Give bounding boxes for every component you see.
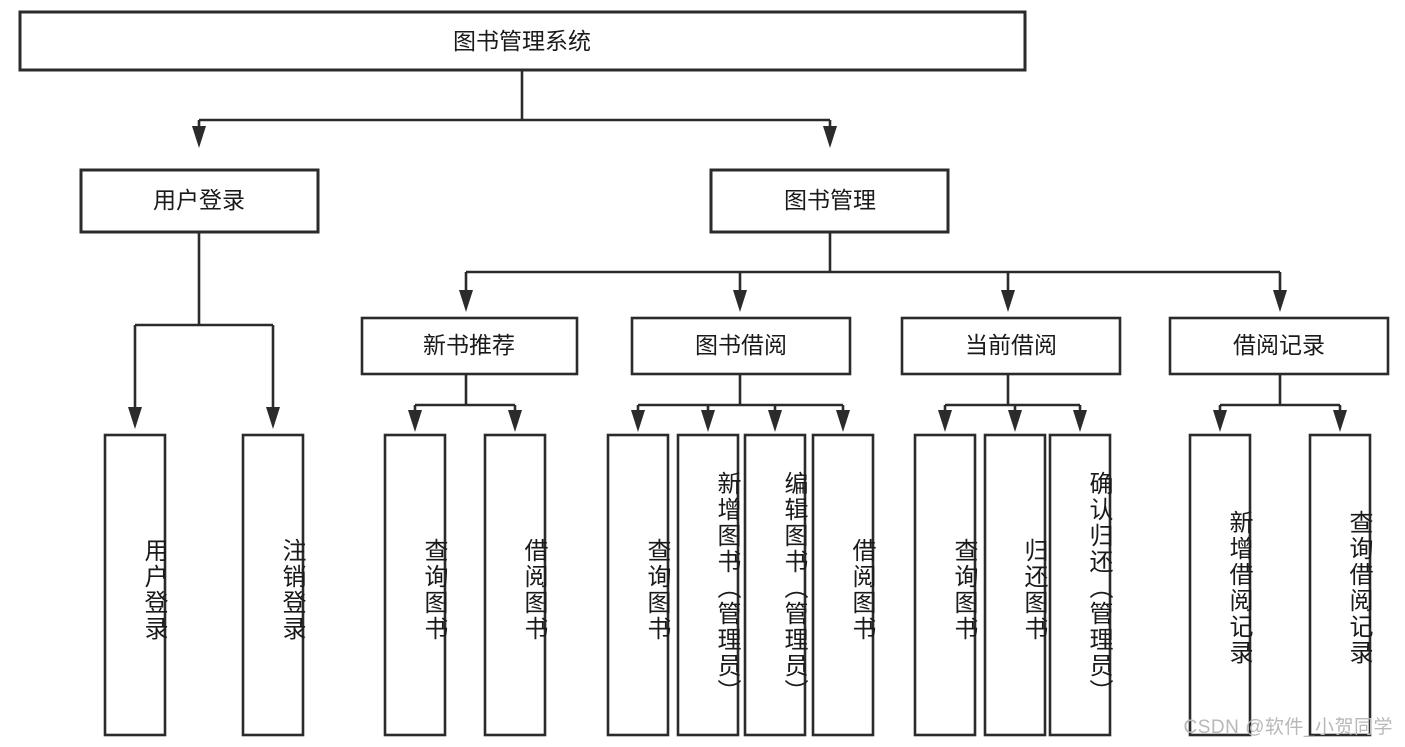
node-book-manage-box[interactable] bbox=[709, 168, 950, 234]
leaf-box-add-book-admin[interactable] bbox=[676, 433, 740, 737]
arrow-icon-nbr-leaf-1 bbox=[408, 410, 422, 432]
connector-group-current-borrow bbox=[938, 374, 1087, 432]
node-borrow-record-box[interactable] bbox=[1168, 316, 1390, 376]
connector-group-book-borrow bbox=[631, 374, 850, 432]
leaf-box-query-borrow-record[interactable] bbox=[1308, 433, 1372, 737]
arrow-icon-br-leaf-2 bbox=[1333, 410, 1347, 432]
leaf-box-confirm-return-admin[interactable] bbox=[1048, 433, 1112, 737]
node-new-book-recommend-label: 新书推荐 bbox=[423, 332, 515, 358]
node-book-manage[interactable]: 图书管理 bbox=[709, 168, 950, 234]
arrow-icon-cb-leaf-1 bbox=[938, 410, 952, 432]
arrow-icon-cb-leaf-3 bbox=[1073, 410, 1087, 432]
leaf-box-add-borrow-record[interactable] bbox=[1188, 433, 1252, 737]
node-user-login-box[interactable] bbox=[79, 168, 320, 234]
arrow-icon-bb-leaf-3 bbox=[768, 410, 782, 432]
node-root-system-box[interactable] bbox=[18, 10, 1027, 72]
connector-group-borrow-record bbox=[1213, 374, 1347, 432]
node-current-borrow-box[interactable] bbox=[900, 316, 1122, 376]
connector-group-root bbox=[192, 70, 837, 148]
leaf-box-borrow-book-nbr[interactable] bbox=[483, 433, 547, 737]
node-user-login-label: 用户登录 bbox=[153, 187, 245, 213]
node-book-borrow-label: 图书借阅 bbox=[695, 332, 787, 358]
arrow-icon-to-current-borrow bbox=[1001, 290, 1015, 312]
arrow-icon-cb-leaf-2 bbox=[1008, 410, 1022, 432]
node-borrow-record[interactable]: 借阅记录 bbox=[1168, 316, 1390, 376]
connector-group-new-book-rec bbox=[408, 374, 522, 432]
leaf-box-query-book-cb[interactable] bbox=[913, 433, 977, 737]
connector-group-user-login bbox=[128, 232, 280, 429]
arrow-icon-to-borrow-record bbox=[1273, 290, 1287, 312]
arrow-icon-to-new-book-rec bbox=[459, 290, 473, 312]
leaf-box-logout[interactable] bbox=[241, 433, 305, 737]
arrow-icon-leaf-logout bbox=[266, 407, 280, 429]
leaf-box-query-book-nbr[interactable] bbox=[383, 433, 447, 737]
leaf-boxes-group bbox=[103, 433, 1372, 737]
connector-group-book-manage bbox=[459, 232, 1287, 312]
node-book-manage-label: 图书管理 bbox=[784, 187, 876, 213]
node-book-borrow[interactable]: 图书借阅 bbox=[630, 316, 852, 376]
leaf-box-return-book[interactable] bbox=[983, 433, 1047, 737]
arrow-icon-to-user-login bbox=[192, 126, 206, 148]
arrow-icon-to-book-manage bbox=[823, 126, 837, 148]
arrow-icon-bb-leaf-2 bbox=[701, 410, 715, 432]
arrow-icon-bb-leaf-1 bbox=[631, 410, 645, 432]
node-borrow-record-label: 借阅记录 bbox=[1233, 332, 1325, 358]
leaf-box-edit-book-admin[interactable] bbox=[743, 433, 807, 737]
leaf-box-query-book-bb[interactable] bbox=[606, 433, 670, 737]
arrow-icon-bb-leaf-4 bbox=[836, 410, 850, 432]
arrow-icon-leaf-user-login bbox=[128, 407, 142, 429]
leaf-box-user-login[interactable] bbox=[103, 433, 167, 737]
watermark-text: CSDN @软件_小贺同学 bbox=[1183, 717, 1393, 738]
node-current-borrow-label: 当前借阅 bbox=[965, 332, 1057, 358]
node-book-borrow-box[interactable] bbox=[630, 316, 852, 376]
node-new-book-recommend-box[interactable] bbox=[360, 316, 579, 376]
node-root-system-label: 图书管理系统 bbox=[453, 28, 591, 54]
arrow-icon-to-book-borrow bbox=[733, 290, 747, 312]
leaf-box-borrow-book-bb[interactable] bbox=[811, 433, 875, 737]
node-new-book-recommend[interactable]: 新书推荐 bbox=[360, 316, 579, 376]
node-user-login[interactable]: 用户登录 bbox=[79, 168, 320, 234]
node-root-system[interactable]: 图书管理系统 bbox=[18, 10, 1027, 72]
node-current-borrow[interactable]: 当前借阅 bbox=[900, 316, 1122, 376]
arrow-icon-nbr-leaf-2 bbox=[508, 410, 522, 432]
arrow-icon-br-leaf-1 bbox=[1213, 410, 1227, 432]
